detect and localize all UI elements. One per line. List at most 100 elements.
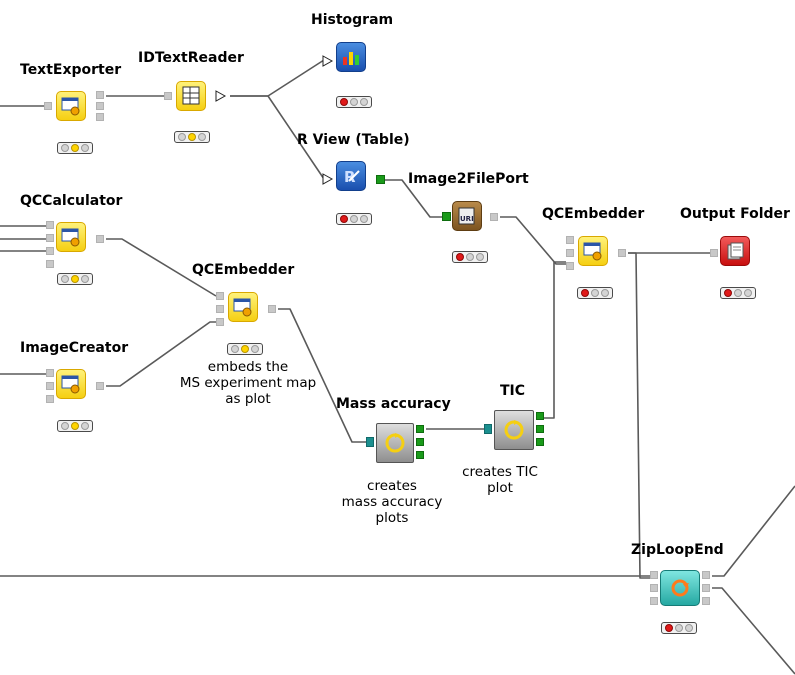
node-title-tic: TIC bbox=[500, 383, 526, 399]
wire-qcembedder2-ziploopend bbox=[628, 252, 650, 579]
node-textexporter[interactable] bbox=[56, 91, 86, 121]
loop-icon bbox=[504, 420, 524, 440]
annotation-line: as plot bbox=[225, 391, 271, 407]
annotation-line: creates bbox=[367, 478, 417, 494]
svg-text:URI: URI bbox=[460, 215, 474, 223]
input-port[interactable] bbox=[46, 221, 54, 229]
input-port[interactable] bbox=[46, 395, 54, 403]
input-port[interactable] bbox=[566, 236, 574, 244]
output-port[interactable] bbox=[96, 235, 104, 243]
status-light-qcembedder-1 bbox=[227, 343, 263, 355]
input-port[interactable] bbox=[46, 247, 54, 255]
input-port[interactable] bbox=[164, 92, 172, 100]
node-rview[interactable]: R bbox=[336, 161, 366, 191]
r-icon: R bbox=[344, 168, 360, 186]
status-light-ziploopend bbox=[661, 622, 697, 634]
wire-qcembedder1-massaccuracy bbox=[278, 308, 366, 443]
input-port-table[interactable] bbox=[322, 55, 334, 67]
input-port-image[interactable] bbox=[442, 212, 451, 221]
input-port[interactable] bbox=[484, 424, 492, 434]
output-port[interactable] bbox=[268, 305, 276, 313]
wire-qccalculator-qcembedder1 bbox=[106, 238, 217, 297]
node-ziploopend[interactable] bbox=[660, 570, 700, 606]
input-port[interactable] bbox=[566, 262, 574, 270]
output-port-table[interactable] bbox=[215, 90, 227, 102]
status-light-image2fileport bbox=[452, 251, 488, 263]
wire-image2fileport-qcembedder2 bbox=[500, 216, 566, 265]
output-port[interactable] bbox=[618, 249, 626, 257]
output-port[interactable] bbox=[416, 425, 424, 433]
output-port[interactable] bbox=[416, 451, 424, 459]
annotation-tic: creates TIC plot bbox=[460, 464, 540, 496]
node-qccalculator[interactable] bbox=[56, 222, 86, 252]
input-port[interactable] bbox=[44, 102, 52, 110]
output-port[interactable] bbox=[96, 91, 104, 99]
input-port[interactable] bbox=[46, 234, 54, 242]
input-port[interactable] bbox=[46, 369, 54, 377]
output-port[interactable] bbox=[536, 438, 544, 446]
input-port-table[interactable] bbox=[322, 173, 334, 185]
gear-table-icon bbox=[583, 242, 602, 261]
node-title-image2fileport: Image2FilePort bbox=[408, 171, 529, 187]
input-port[interactable] bbox=[566, 249, 574, 257]
input-port[interactable] bbox=[366, 437, 374, 447]
annotation-massaccuracy: creates mass accuracy plots bbox=[330, 478, 454, 526]
wire-rview-image2fileport bbox=[384, 179, 442, 218]
node-title-massaccuracy: Mass accuracy bbox=[336, 396, 451, 412]
node-title-idtextreader: IDTextReader bbox=[138, 50, 244, 66]
input-port[interactable] bbox=[46, 260, 54, 268]
output-port[interactable] bbox=[702, 584, 710, 592]
output-port[interactable] bbox=[702, 597, 710, 605]
wire-ziploopend-out-up bbox=[712, 485, 795, 577]
annotation-line: embeds the bbox=[207, 359, 289, 375]
gear-table-icon bbox=[233, 298, 252, 317]
output-port[interactable] bbox=[96, 113, 104, 121]
output-port[interactable] bbox=[536, 412, 544, 420]
input-port[interactable] bbox=[710, 249, 718, 257]
input-port[interactable] bbox=[216, 305, 224, 313]
wire-imagecreator-qcembedder1 bbox=[106, 321, 216, 387]
node-outputfolder[interactable] bbox=[720, 236, 750, 266]
output-port-image[interactable] bbox=[376, 175, 385, 184]
status-light-qcembedder-2 bbox=[577, 287, 613, 299]
node-title-outputfolder: Output Folder bbox=[680, 206, 790, 222]
input-port[interactable] bbox=[650, 571, 658, 579]
svg-text:R: R bbox=[344, 168, 356, 186]
gear-table-icon bbox=[61, 375, 80, 394]
annotation-qcembedder-1: embeds the MS experiment map as plot bbox=[160, 359, 336, 407]
input-port[interactable] bbox=[46, 382, 54, 390]
node-qcembedder-2[interactable] bbox=[578, 236, 608, 266]
node-title-qccalculator: QCCalculator bbox=[20, 193, 123, 209]
annotation-line: plots bbox=[375, 510, 409, 526]
status-light-qccalculator bbox=[57, 273, 93, 285]
node-idtextreader[interactable] bbox=[176, 81, 206, 111]
output-port[interactable] bbox=[96, 382, 104, 390]
node-title-textexporter: TextExporter bbox=[20, 62, 122, 78]
node-qcembedder-1[interactable] bbox=[228, 292, 258, 322]
annotation-line: mass accuracy bbox=[341, 494, 443, 510]
input-port[interactable] bbox=[216, 292, 224, 300]
node-image2fileport[interactable]: URI bbox=[452, 201, 482, 231]
wire-idtextreader-histogram bbox=[230, 59, 325, 97]
status-light-idtextreader bbox=[174, 131, 210, 143]
output-port[interactable] bbox=[490, 213, 498, 221]
gear-table-icon bbox=[61, 97, 80, 116]
node-massaccuracy[interactable] bbox=[376, 423, 414, 463]
output-port[interactable] bbox=[702, 571, 710, 579]
input-port[interactable] bbox=[650, 597, 658, 605]
output-port[interactable] bbox=[96, 102, 104, 110]
node-histogram[interactable] bbox=[336, 42, 366, 72]
wire-idtextreader-rview bbox=[230, 95, 325, 180]
status-light-outputfolder bbox=[720, 287, 756, 299]
node-imagecreator[interactable] bbox=[56, 369, 86, 399]
output-port[interactable] bbox=[536, 425, 544, 433]
bar-chart-icon bbox=[343, 52, 359, 65]
status-light-rview bbox=[336, 213, 372, 225]
status-light-textexporter bbox=[57, 142, 93, 154]
input-port[interactable] bbox=[216, 318, 224, 326]
input-port[interactable] bbox=[650, 584, 658, 592]
folder-icon bbox=[727, 242, 744, 260]
node-tic[interactable] bbox=[494, 410, 534, 450]
output-port[interactable] bbox=[416, 438, 424, 446]
